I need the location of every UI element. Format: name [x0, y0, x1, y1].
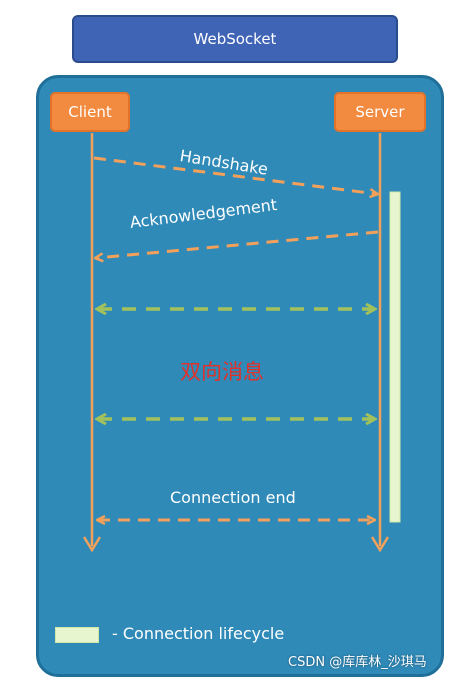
connection-end-label: Connection end — [170, 488, 296, 507]
server-box: Server — [334, 92, 426, 132]
client-box: Client — [50, 92, 130, 132]
connection-lifecycle-bar — [389, 191, 401, 523]
server-lifeline-arrowhead — [370, 536, 390, 553]
legend-label: - Connection lifecycle — [112, 624, 285, 643]
watermark: CSDN @库库林_沙琪马 — [288, 655, 427, 670]
diagram-title: WebSocket — [72, 15, 398, 63]
acknowledgement-arrow — [96, 230, 379, 258]
handshake-arrow — [93, 156, 377, 194]
bidirectional-messages-label: 双向消息 — [180, 360, 264, 384]
client-lifeline-arrowhead — [82, 536, 102, 553]
legend-swatch — [55, 627, 99, 643]
